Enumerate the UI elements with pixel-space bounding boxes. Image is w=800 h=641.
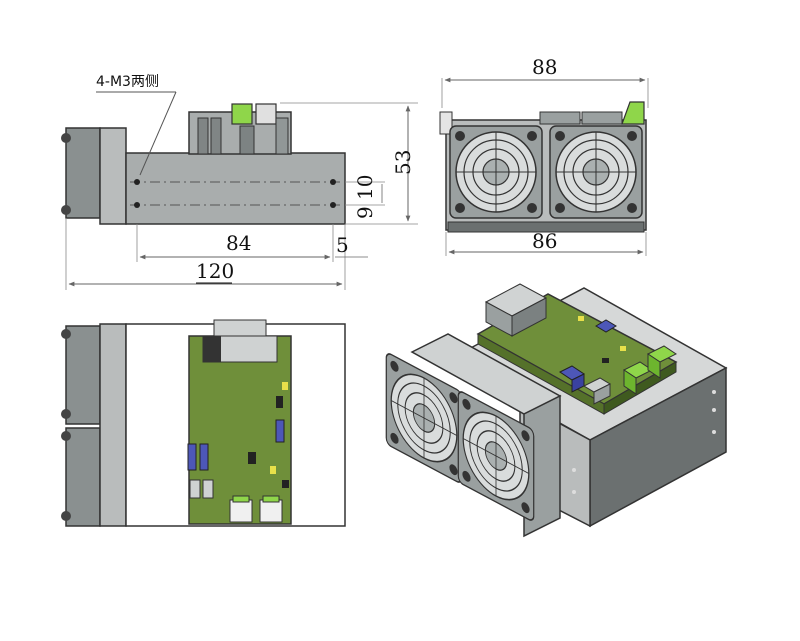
dim-hole-spacing: 9 (353, 206, 377, 219)
side-heatsink-plate (99, 127, 127, 225)
top-fan-upper (65, 325, 101, 425)
dim-front-width-top: 88 (532, 55, 557, 79)
front-fan-left (449, 125, 543, 219)
isometric-view (385, 283, 728, 538)
mount-hole (330, 202, 336, 208)
dim-height: 53 (391, 150, 415, 175)
terminal-block (231, 103, 253, 125)
mount-hole (134, 202, 140, 208)
front-view: 88 86 (439, 55, 649, 256)
mount-hole (134, 179, 140, 185)
dim-front-width-bottom: 86 (532, 229, 557, 253)
side-main-body (125, 152, 346, 225)
dim-end-offset: 5 (336, 233, 349, 257)
dim-total-length: 120 (196, 259, 234, 283)
mount-hole (330, 179, 336, 185)
front-terminal (621, 101, 645, 125)
top-view (61, 319, 346, 527)
top-pcb (188, 335, 292, 525)
top-fan-lower (65, 427, 101, 527)
dim-body-length: 84 (226, 231, 251, 255)
front-fan-right (549, 125, 643, 219)
annotation-label: 4-M3两侧 (96, 74, 159, 90)
side-fan (65, 127, 101, 219)
dim-hole-offset: 10 (353, 175, 377, 200)
side-view: 4-M3两侧 53 10 9 84 5 120 (61, 74, 418, 290)
